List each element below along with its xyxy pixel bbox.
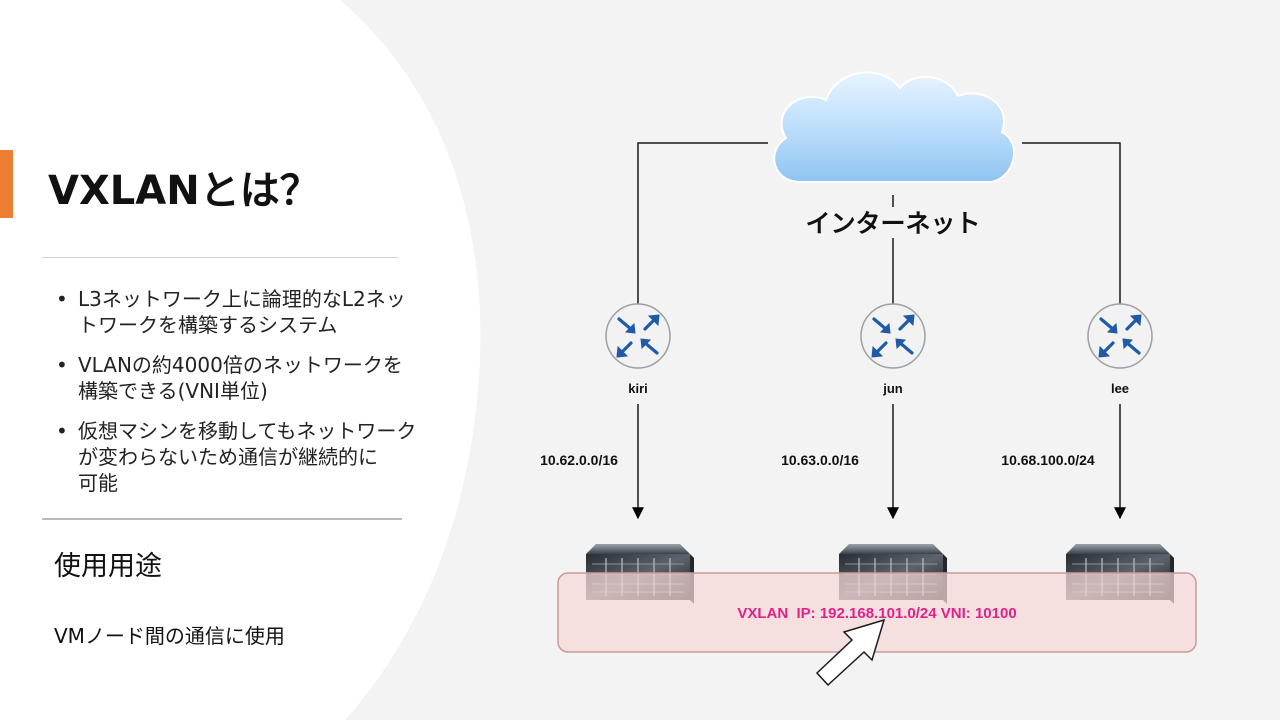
vxlan-band [557,572,1197,653]
slide-title: VXLANとは？ [48,168,320,214]
internet-label: インターネット [805,210,980,238]
router-kiri: kiri [604,302,672,396]
router-label-jun: jun [882,381,903,396]
bullet-item: • L3ネットワーク上に論理的なL2ネッ トワークを構築するシステム [52,286,452,338]
bullet-item: • 仮想マシンを移動してもネットワーク が変わらないため通信が継続的に 可能 [52,418,452,496]
bullet-text: 仮想マシンを移動してもネットワーク が変わらないため通信が継続的に 可能 [78,419,417,495]
subnet-label-lee: 10.68.100.0/24 [1001,452,1095,468]
title-accent-bar [0,150,13,218]
router-icon [859,302,927,370]
vxlan-label: VXLAN IP: 192.168.101.0/24 VNI: 10100 [737,605,1016,622]
cloud-icon [773,71,1016,183]
bullet-dot: • [56,353,68,377]
bullet-dot: • [56,419,68,443]
bullet-item: • VLANの約4000倍のネットワークを 構築できる(VNI単位) [52,352,452,404]
link-kiri [637,142,768,305]
bullet-text: VLANの約4000倍のネットワークを 構築できる(VNI単位) [78,353,403,403]
pointer-arrow-icon [815,618,886,687]
router-label-lee: lee [1111,381,1129,396]
router-to-server-arrows [632,404,1126,520]
bullet-text: L3ネットワーク上に論理的なL2ネッ トワークを構築するシステム [78,287,406,337]
usage-heading: 使用用途 [54,551,162,582]
router-icon [1086,302,1154,370]
bullet-dot: • [56,287,68,311]
router-lee: lee [1086,302,1154,396]
subnet-label-jun: 10.63.0.0/16 [781,452,859,468]
router-label-kiri: kiri [628,381,648,396]
internet-links [637,142,1121,305]
usage-text: VMノード間の通信に使用 [54,624,285,648]
router-icon [604,302,672,370]
title-divider [42,257,398,258]
bullet-list: • L3ネットワーク上に論理的なL2ネッ トワークを構築するシステム • VLANの… [52,286,452,510]
section-divider [42,518,402,520]
router-jun: jun [859,302,927,396]
link-lee [1022,142,1121,305]
subnet-label-kiri: 10.62.0.0/16 [540,452,618,468]
